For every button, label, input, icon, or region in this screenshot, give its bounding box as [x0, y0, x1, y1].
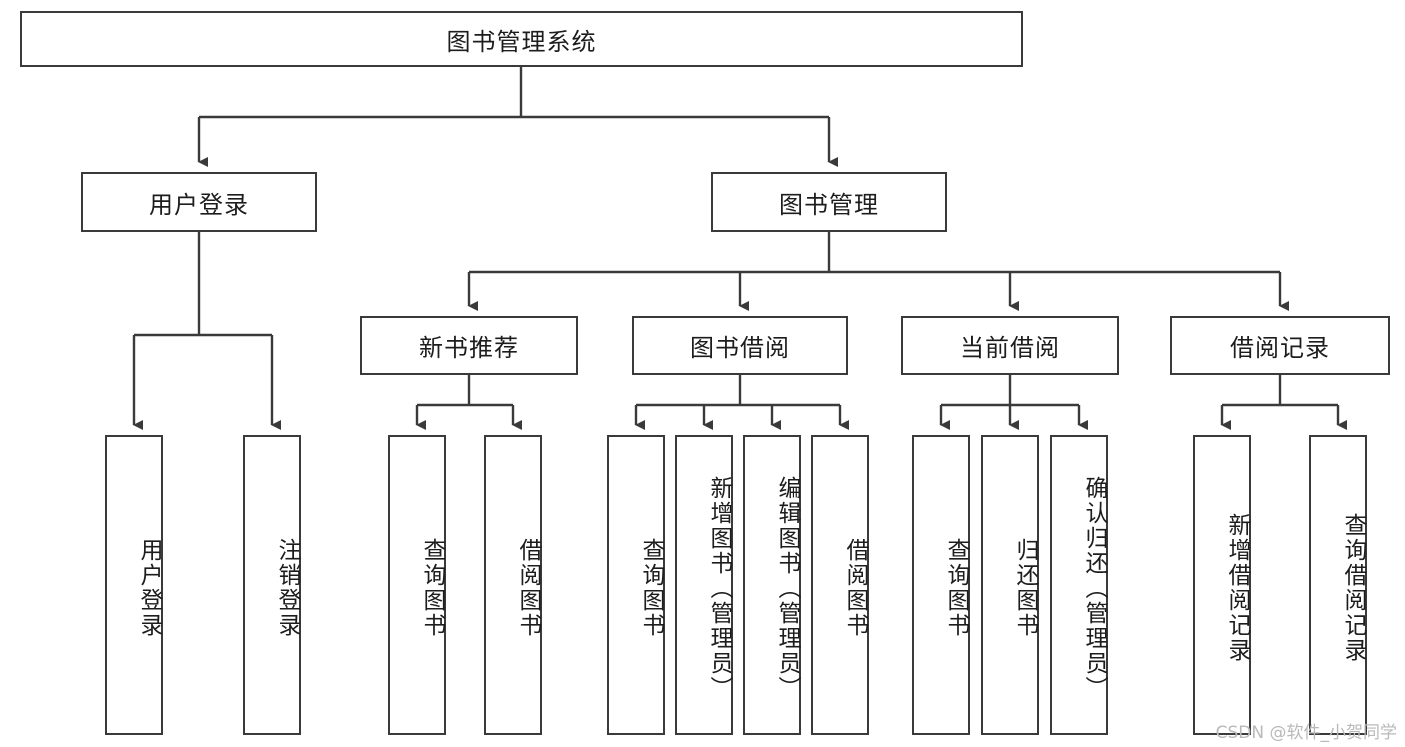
node-leaf-query-book-2[interactable]: 查询图书 — [607, 435, 665, 735]
node-current-borrow[interactable]: 当前借阅 — [901, 316, 1119, 375]
watermark-text: CSDN @软件_小贺同学 — [1215, 723, 1397, 743]
node-leaf-logout-label: 注销登录 — [274, 538, 300, 638]
node-leaf-query-record[interactable]: 查询借阅记录 — [1309, 435, 1367, 735]
node-leaf-add-book[interactable]: 新增图书（管理员） — [675, 435, 733, 735]
node-leaf-logout[interactable]: 注销登录 — [243, 435, 301, 735]
node-user-login-label: 用户登录 — [149, 190, 249, 219]
node-borrow-record-label: 借阅记录 — [1230, 334, 1330, 362]
node-leaf-user-login-label: 用户登录 — [136, 538, 162, 638]
node-book-manage[interactable]: 图书管理 — [711, 172, 947, 232]
node-leaf-query-book-1[interactable]: 查询图书 — [388, 435, 446, 735]
node-book-borrow[interactable]: 图书借阅 — [632, 316, 848, 375]
node-new-book-rec[interactable]: 新书推荐 — [360, 316, 578, 375]
node-leaf-confirm-return[interactable]: 确认归还（管理员） — [1050, 435, 1108, 735]
node-leaf-return-book-label: 归还图书 — [1012, 538, 1038, 638]
node-user-login[interactable]: 用户登录 — [81, 172, 317, 232]
node-leaf-query-book-3-label: 查询图书 — [943, 538, 969, 638]
node-leaf-return-book[interactable]: 归还图书 — [981, 435, 1039, 735]
node-leaf-add-record-label: 新增借阅记录 — [1224, 513, 1250, 663]
node-leaf-add-record[interactable]: 新增借阅记录 — [1193, 435, 1251, 735]
node-leaf-borrow-book-1-label: 借阅图书 — [515, 538, 541, 638]
node-leaf-borrow-book-2[interactable]: 借阅图书 — [811, 435, 869, 735]
node-root[interactable]: 图书管理系统 — [20, 11, 1023, 67]
node-book-borrow-label: 图书借阅 — [690, 334, 790, 362]
node-leaf-confirm-return-label: 确认归还（管理员） — [1081, 475, 1107, 701]
node-book-manage-label: 图书管理 — [779, 190, 879, 219]
node-root-label: 图书管理系统 — [446, 27, 597, 56]
node-leaf-borrow-book-2-label: 借阅图书 — [842, 538, 868, 638]
node-current-borrow-label: 当前借阅 — [960, 334, 1060, 362]
node-leaf-borrow-book-1[interactable]: 借阅图书 — [484, 435, 542, 735]
node-leaf-query-book-1-label: 查询图书 — [419, 538, 445, 638]
node-leaf-query-book-2-label: 查询图书 — [638, 538, 664, 638]
node-new-book-rec-label: 新书推荐 — [419, 334, 519, 362]
node-leaf-add-book-label: 新增图书（管理员） — [706, 475, 732, 701]
node-leaf-edit-book[interactable]: 编辑图书（管理员） — [743, 435, 801, 735]
node-leaf-query-record-label: 查询借阅记录 — [1340, 513, 1366, 663]
node-borrow-record[interactable]: 借阅记录 — [1170, 316, 1390, 375]
node-leaf-user-login[interactable]: 用户登录 — [105, 435, 163, 735]
node-leaf-query-book-3[interactable]: 查询图书 — [912, 435, 970, 735]
node-leaf-edit-book-label: 编辑图书（管理员） — [774, 475, 800, 701]
